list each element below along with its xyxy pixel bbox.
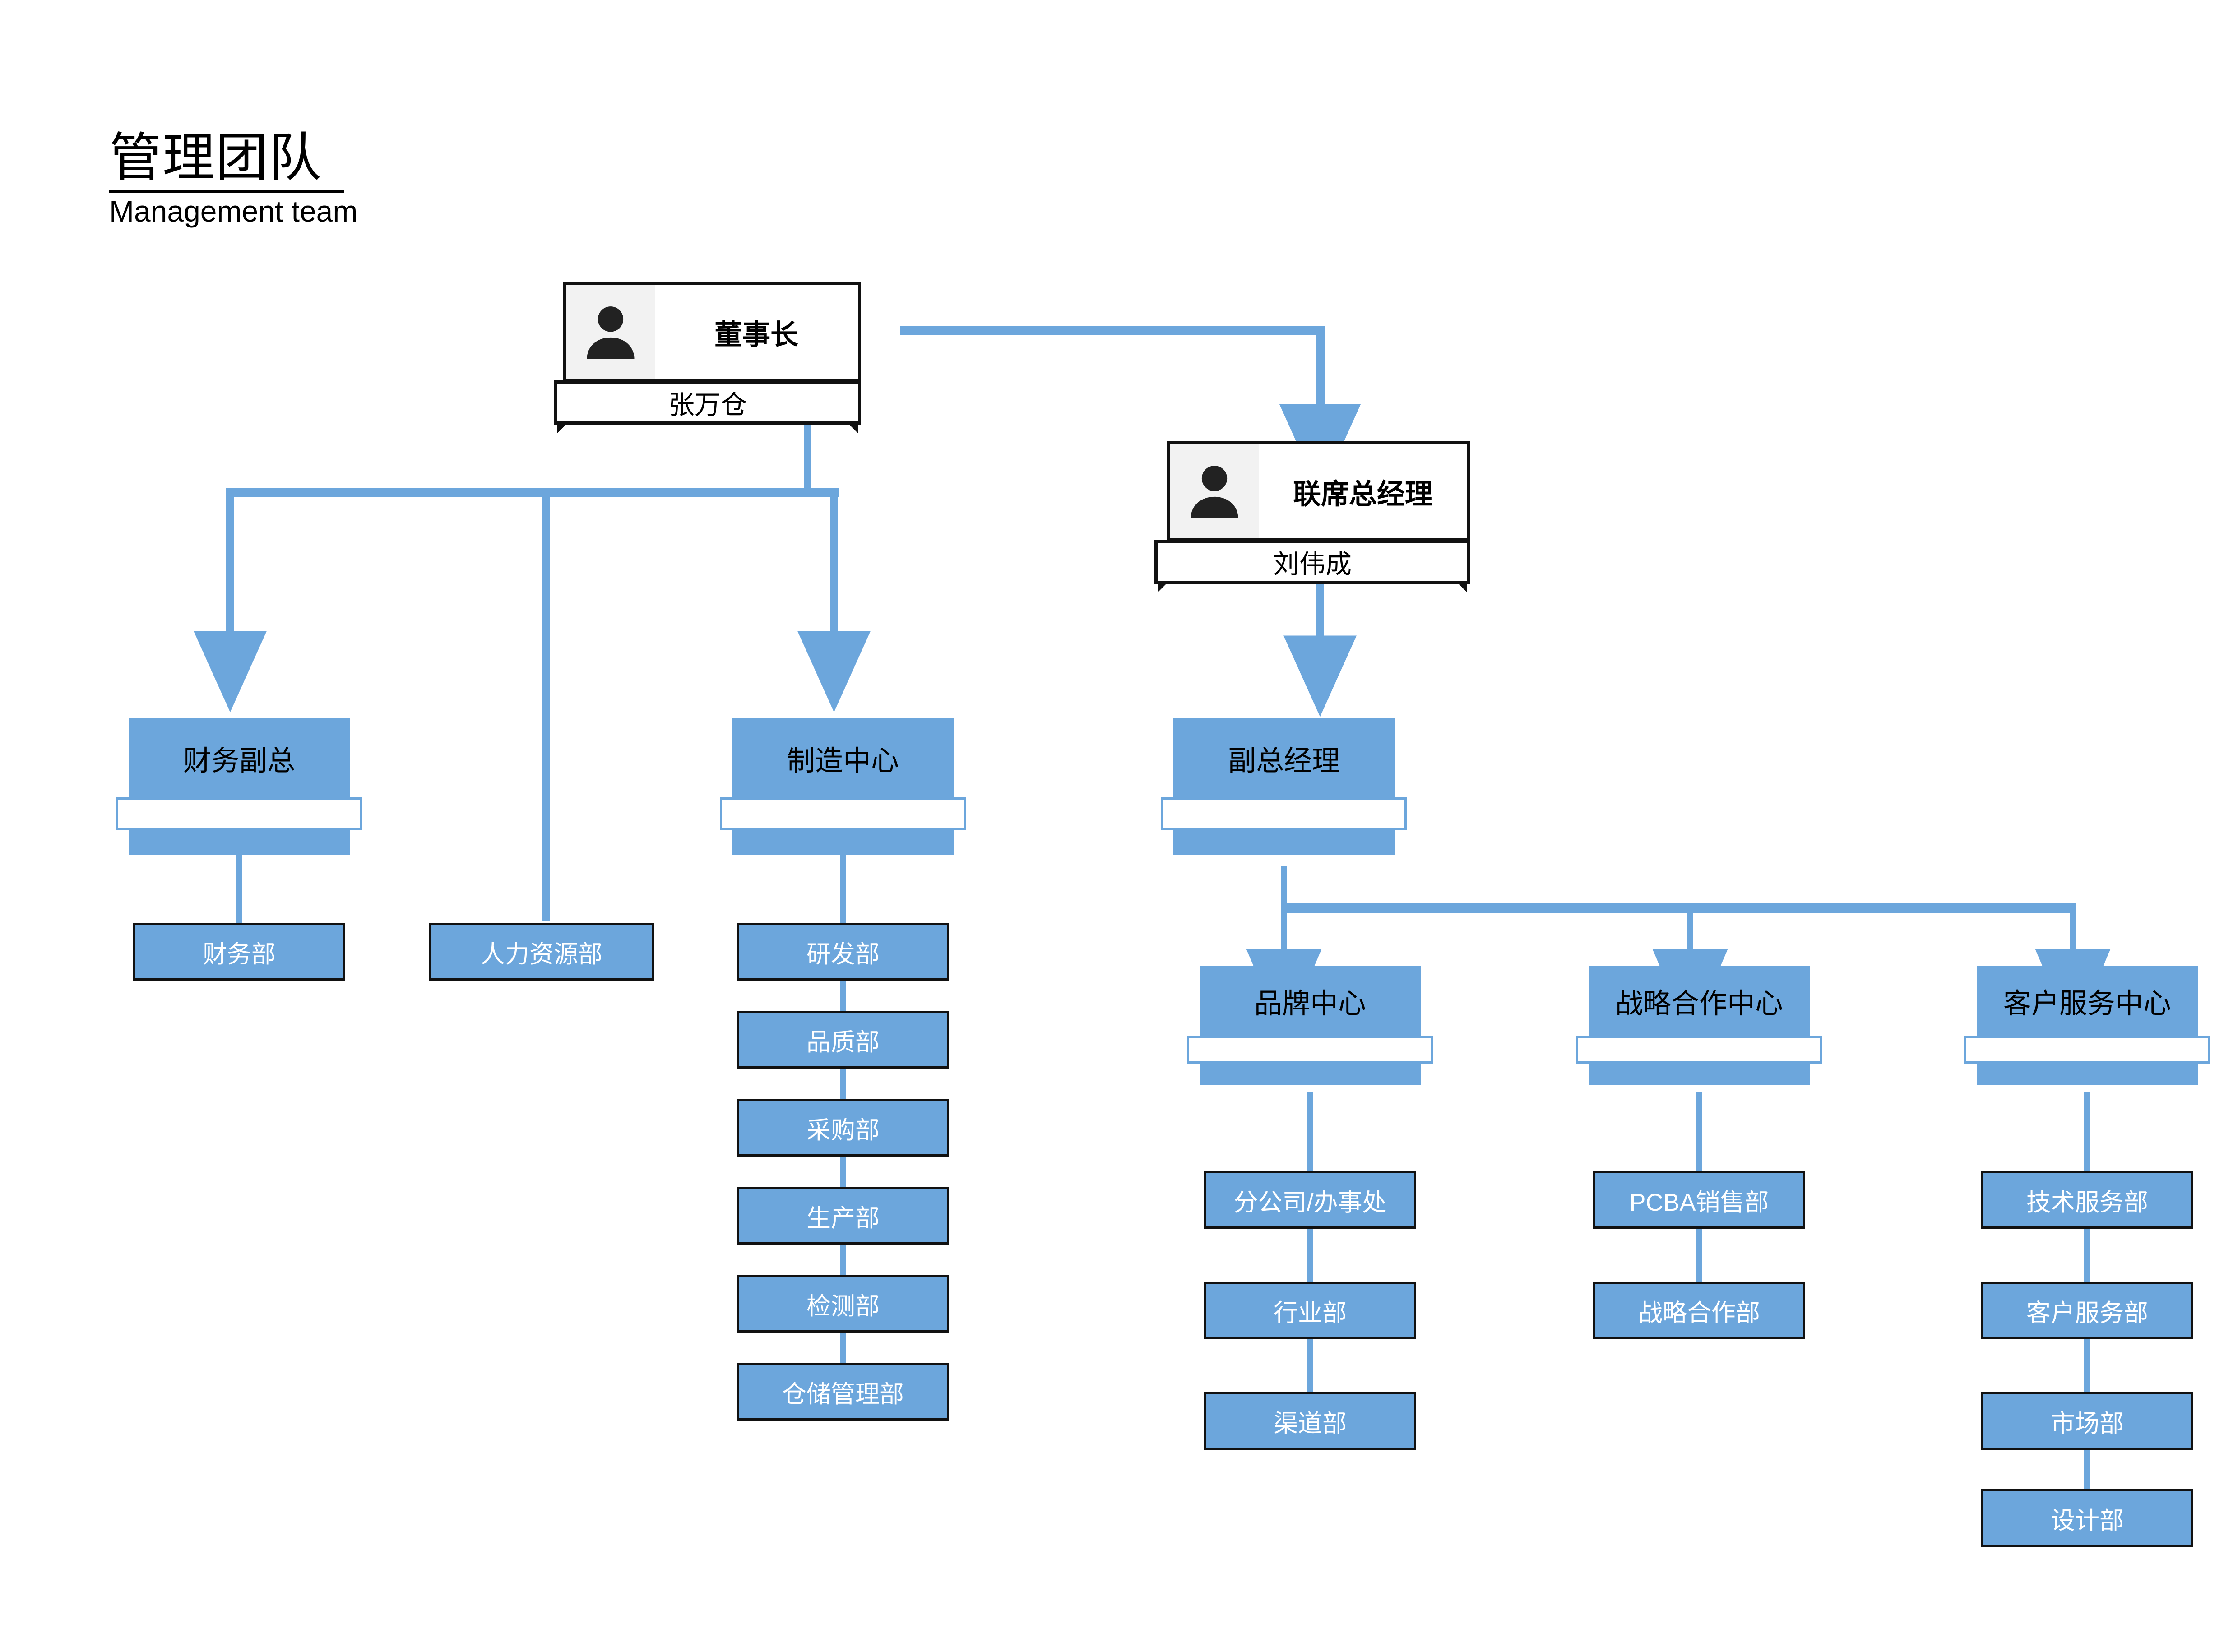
notch-right (1796, 1064, 1810, 1077)
dept-box-quality[interactable]: 品质部 (737, 1011, 949, 1069)
chairman-title: 董事长 (714, 319, 798, 351)
notch-right (336, 830, 350, 843)
dept-box-design[interactable]: 设计部 (1981, 1489, 2193, 1547)
brand-center-label: 品牌中心 (1200, 966, 1421, 1036)
page-title: 管理团队 Management team (109, 128, 515, 228)
finance-vp-band (116, 797, 362, 830)
co-gm-card-body: 联席总经理 (1167, 441, 1470, 541)
notch-right (2184, 1064, 2198, 1077)
dept-box-warehouse-management[interactable]: 仓储管理部 (737, 1363, 949, 1421)
strategic-center-label: 战略合作中心 (1589, 966, 1810, 1036)
co-gm-title: 联席总经理 (1293, 479, 1433, 510)
ribbon-node-deputy-general-manager[interactable]: 副总经理 (1161, 718, 1407, 855)
banner-fold-left (557, 421, 569, 433)
dept-box-technical-service[interactable]: 技术服务部 (1981, 1171, 2193, 1229)
chairman-name-banner: 张万仓 (554, 380, 861, 433)
strategic-center-foot (1589, 1064, 1810, 1085)
co-gm-name-banner: 刘伟成 (1154, 540, 1470, 592)
dept-box-pcba-sales[interactable]: PCBA销售部 (1593, 1171, 1805, 1229)
banner-fold-right (1455, 581, 1467, 592)
ribbon-node-brand-center[interactable]: 品牌中心 (1187, 966, 1433, 1085)
banner-fold-left (1158, 581, 1169, 592)
title-english: Management team (109, 194, 358, 228)
deputy-gm-band (1161, 797, 1407, 830)
ribbon-node-strategic-cooperation-center[interactable]: 战略合作中心 (1576, 966, 1822, 1085)
manufacturing-center-band (720, 797, 966, 830)
brand-center-band (1187, 1036, 1433, 1064)
strategic-center-band (1576, 1036, 1822, 1064)
chairman-card-body: 董事长 (563, 282, 861, 382)
notch-left (1173, 830, 1187, 843)
manufacturing-center-label: 制造中心 (732, 718, 954, 797)
title-underline (109, 190, 344, 193)
notch-right (1381, 830, 1395, 843)
avatar (1170, 444, 1259, 538)
person-icon (1191, 466, 1238, 518)
notch-left (732, 830, 746, 843)
dept-box-marketing[interactable]: 市场部 (1981, 1392, 2193, 1450)
dept-box-customer-service[interactable]: 客户服务部 (1981, 1282, 2193, 1339)
manufacturing-center-foot (732, 830, 954, 855)
finance-vp-label: 财务副总 (129, 718, 350, 797)
notch-left (1977, 1064, 1990, 1077)
customer-service-center-foot (1977, 1064, 2198, 1085)
finance-vp-foot (129, 830, 350, 855)
customer-service-center-band (1964, 1036, 2210, 1064)
dept-box-branch-office[interactable]: 分公司/办事处 (1204, 1171, 1416, 1229)
dept-box-strategic-cooperation[interactable]: 战略合作部 (1593, 1282, 1805, 1339)
dept-box-rnd[interactable]: 研发部 (737, 923, 949, 981)
banner-fold-right (846, 421, 858, 433)
dept-box-inspection[interactable]: 检测部 (737, 1275, 949, 1333)
person-card-co-general-manager[interactable]: 联席总经理 刘伟成 (1154, 441, 1470, 592)
ribbon-node-customer-service-center[interactable]: 客户服务中心 (1964, 966, 2210, 1085)
notch-left (1200, 1064, 1213, 1077)
title-chinese: 管理团队 (109, 128, 322, 187)
dept-box-industry[interactable]: 行业部 (1204, 1282, 1416, 1339)
person-card-chairman[interactable]: 董事长 张万仓 (554, 282, 861, 433)
notch-left (1589, 1064, 1602, 1077)
avatar (566, 285, 655, 379)
dept-box-production[interactable]: 生产部 (737, 1187, 949, 1245)
dept-box-channel[interactable]: 渠道部 (1204, 1392, 1416, 1450)
dept-box-human-resources[interactable]: 人力资源部 (429, 923, 654, 981)
brand-center-foot (1200, 1064, 1421, 1085)
deputy-gm-foot (1173, 830, 1395, 855)
notch-left (129, 830, 142, 843)
notch-right (940, 830, 954, 843)
ribbon-node-finance-vp[interactable]: 财务副总 (116, 718, 362, 855)
notch-right (1407, 1064, 1421, 1077)
dept-box-procurement[interactable]: 采购部 (737, 1099, 949, 1157)
customer-service-center-label: 客户服务中心 (1977, 966, 2198, 1036)
ribbon-node-manufacturing-center[interactable]: 制造中心 (720, 718, 966, 855)
dept-box-finance[interactable]: 财务部 (133, 923, 345, 981)
deputy-gm-label: 副总经理 (1173, 718, 1395, 797)
person-icon (587, 306, 635, 359)
